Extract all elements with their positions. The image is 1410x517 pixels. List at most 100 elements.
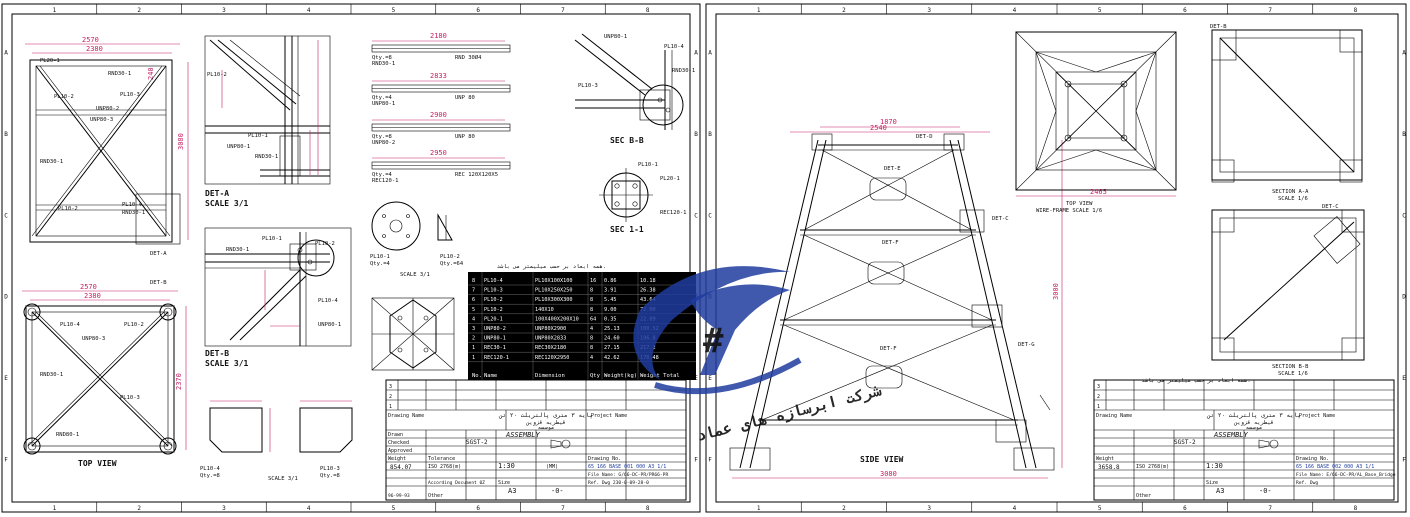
- bom-cell: UNP80X2900: [535, 326, 566, 332]
- zone-row-A-right: A: [694, 50, 698, 57]
- tb-other: Other: [1136, 493, 1151, 499]
- zone-row-C: C: [4, 212, 8, 219]
- zone-col-7: 7: [1268, 7, 1272, 14]
- zone-row-B: B: [708, 131, 712, 138]
- part-qty: Qty.=4: [372, 172, 393, 178]
- bom-cell: 5.45: [604, 297, 617, 303]
- bom-cell: 1: [472, 345, 475, 351]
- tb-drawing-no: 65 166 BASE 002 000 A3 1/1: [1296, 464, 1374, 470]
- tb-drawing-no: 65 166 BASE 001 000 A3 1/1: [588, 464, 666, 470]
- top-view-dim: 2465: [1090, 188, 1107, 196]
- top-view-b: 2570 2380 2370 TOP VIEW PL10-4UNP80-3PL1…: [22, 280, 187, 468]
- top-view-b-label: RND80-1: [56, 432, 79, 438]
- tb-sheet: -0-: [551, 487, 564, 495]
- bom-header-cell: Qty: [590, 373, 601, 379]
- bom-cell: 8: [472, 278, 475, 284]
- part-note: UNP 80: [455, 95, 475, 101]
- side-view-title: SIDE VIEW: [860, 455, 904, 464]
- bom-cell: UNP80-1: [484, 336, 506, 342]
- section-aa-title: SECTION A-A: [1272, 189, 1309, 195]
- dim-outer-b: 2570: [80, 283, 97, 291]
- sec-bb-label: PL10-3: [578, 83, 598, 89]
- top-view-a-label: RND30-1: [122, 210, 145, 216]
- zone-col-8-bottom: 8: [1354, 505, 1358, 512]
- bom-cell: 5: [472, 307, 475, 313]
- bom-cell: REC30-1: [484, 345, 506, 351]
- det-a-detail: DET-A SCALE 3/1 PL10-2UNP80-1PL10-1RND30…: [204, 35, 331, 208]
- tb-size: A3: [508, 487, 516, 495]
- bom-cell: 27.15: [604, 345, 620, 351]
- projection-symbol: [1269, 439, 1279, 449]
- tb-sheet: -0-: [1259, 487, 1272, 495]
- bom-cell: 0.35: [604, 316, 617, 322]
- tb-rev: 3: [1097, 384, 1100, 390]
- part-note: UNP 80: [455, 134, 475, 140]
- tb-drawn: Drawn: [388, 432, 403, 438]
- bom-cell: 100X400X200X10: [535, 316, 579, 322]
- sec-bb-label: RND30-1: [672, 68, 695, 74]
- tb-weight: 3658.8: [1098, 464, 1120, 471]
- zone-col-3: 3: [927, 7, 931, 14]
- bom-cell: 4: [472, 316, 475, 322]
- bom-header-cell: Name: [484, 373, 497, 379]
- det-a-label: RND30-1: [255, 154, 278, 160]
- part-qty: Qty.=8: [372, 134, 392, 140]
- side-view-label: DET-F: [880, 346, 897, 352]
- dim-side-b: 2370: [175, 373, 183, 390]
- tb-drawing-name: Drawing Name: [388, 413, 424, 419]
- bom-cell: 8: [590, 307, 593, 313]
- sec-bb-label: PL10-4: [664, 44, 685, 50]
- tb-code: SGST-2: [1174, 439, 1196, 446]
- sheet-2-note: همه ابعاد بر حسب میلیمتر می باشد.: [1141, 378, 1250, 384]
- top-view-a-label: UNP80-3: [90, 117, 113, 123]
- zone-col-1: 1: [53, 7, 57, 14]
- plate-pl10-4-qty: Qty.=8: [200, 473, 220, 479]
- tb-weight-label: Weight: [1096, 456, 1114, 462]
- bom-cell: PL10X100X100: [535, 278, 572, 284]
- sheet-1-note: همه ابعاد بر حسب میلیمتر می باشد.: [497, 264, 606, 270]
- det-b-label: PL10-1: [262, 236, 282, 242]
- zone-col-2-bottom: 2: [842, 505, 846, 512]
- top-view-b-label: DET-B: [150, 280, 167, 286]
- part-dim: 2180: [430, 32, 447, 40]
- bom-cell: PL10X300X300: [535, 297, 572, 303]
- bom-cell: 0.86: [604, 278, 617, 284]
- projection-symbol: [550, 439, 562, 449]
- top-view-a-label: PL20-1: [40, 58, 60, 64]
- tb-drawing-no-label: Drawing No.: [588, 456, 621, 462]
- det-b-label: PL10-4: [318, 298, 339, 304]
- tb-code: SGST-2: [466, 439, 488, 446]
- zone-col-7-bottom: 7: [1268, 505, 1272, 512]
- bom-cell: REC120X2950: [535, 355, 569, 361]
- dim-side-a: 3080: [177, 133, 185, 150]
- bom-cell: PL10-3: [484, 288, 503, 294]
- tb-rev: 1: [1097, 404, 1100, 410]
- zone-col-5: 5: [1098, 7, 1102, 14]
- side-view-label: DET-F: [882, 240, 899, 246]
- tb-rev: 2: [389, 394, 392, 400]
- zone-row-E: E: [708, 375, 712, 382]
- tb-size-label: Size: [498, 480, 510, 486]
- zone-col-8: 8: [646, 7, 650, 14]
- plate-pl10-4-name: PL10-4: [200, 466, 221, 472]
- tb-drawing-name: Drawing Name: [1096, 413, 1132, 419]
- tb-other: Other: [428, 493, 443, 499]
- zone-row-E: E: [4, 375, 8, 382]
- tb-weight: 854.07: [390, 464, 412, 471]
- zone-row-F: F: [708, 456, 712, 463]
- section-aa-det: DET-B: [1210, 24, 1227, 30]
- bom-cell: 3: [472, 326, 475, 332]
- tb-checked: Checked: [388, 440, 409, 446]
- sec-1-1-label: REC120-1: [660, 210, 687, 216]
- plate-pl10-3-qty: Qty.=8: [320, 473, 340, 479]
- sec-1-1-title: SEC 1-1: [610, 225, 644, 234]
- zone-row-F: F: [4, 456, 8, 463]
- bom-cell: 3.91: [604, 288, 617, 294]
- plate-pl10-2-name: PL10-2: [440, 254, 460, 260]
- plate-pl10-2-qty: Qty.=64: [440, 261, 464, 267]
- zone-row-A-right: A: [1402, 50, 1406, 57]
